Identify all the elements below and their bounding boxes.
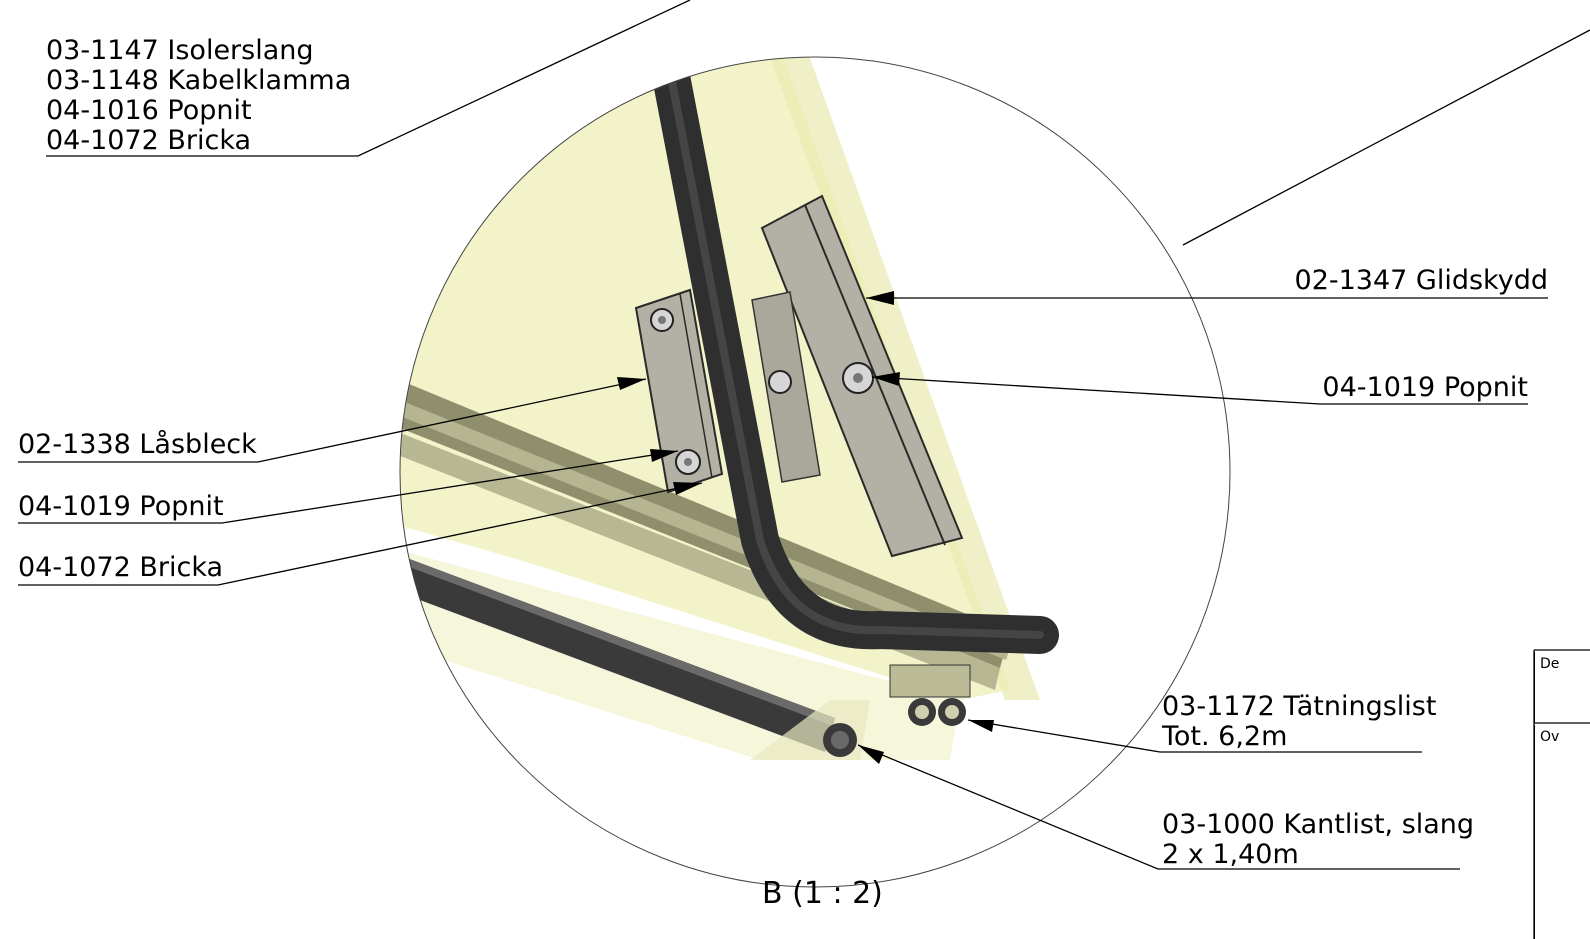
callout-glidskydd: 02-1347 Glidskydd [1294, 265, 1548, 296]
detail-view-contents [400, 57, 1230, 887]
callout-top-left-line-4: 04-1072 Bricka [46, 125, 252, 156]
title-block-row-1: De [1534, 652, 1590, 722]
callout-tatningslist-line-2: Tot. 6,2m [1162, 721, 1288, 752]
sealing-strip-profile [889, 664, 971, 726]
callout-kantlist-line-1: 03-1000 Kantlist, slang [1162, 809, 1475, 840]
callout-popnit-right: 04-1019 Popnit [1322, 372, 1528, 403]
callout-tatningslist: 03-1172 Tätningslist Tot. 6,2m [1162, 692, 1436, 752]
callout-kantlist-line-2: 2 x 1,40m [1162, 839, 1299, 870]
callout-kantlist: 03-1000 Kantlist, slang 2 x 1,40m [1162, 810, 1474, 870]
callout-popnit-left: 04-1019 Popnit [18, 491, 224, 522]
callout-top-left-line-3: 04-1016 Popnit [46, 95, 252, 126]
leader-lines [18, 0, 1590, 870]
lasbleck-plate [634, 288, 724, 494]
callout-lasbleck: 02-1338 Låsbleck [18, 429, 257, 460]
callout-top-left-line-2: 03-1148 Kabelklamma [46, 65, 352, 96]
edge-strip [400, 548, 835, 752]
leader-arrows [617, 291, 994, 764]
callout-bricka: 04-1072 Bricka [18, 552, 224, 583]
title-block-row-2: Ov [1534, 725, 1590, 939]
detail-circle [399, 56, 1231, 888]
callout-tatningslist-line-1: 03-1172 Tätningslist [1162, 691, 1437, 722]
callout-top-left: 03-1147 Isolerslang 03-1148 Kabelklamma … [46, 36, 358, 156]
view-caption: B (1 : 2) [762, 876, 883, 911]
callout-top-left-line-1: 03-1147 Isolerslang [46, 35, 314, 66]
rivet-back [768, 370, 792, 394]
